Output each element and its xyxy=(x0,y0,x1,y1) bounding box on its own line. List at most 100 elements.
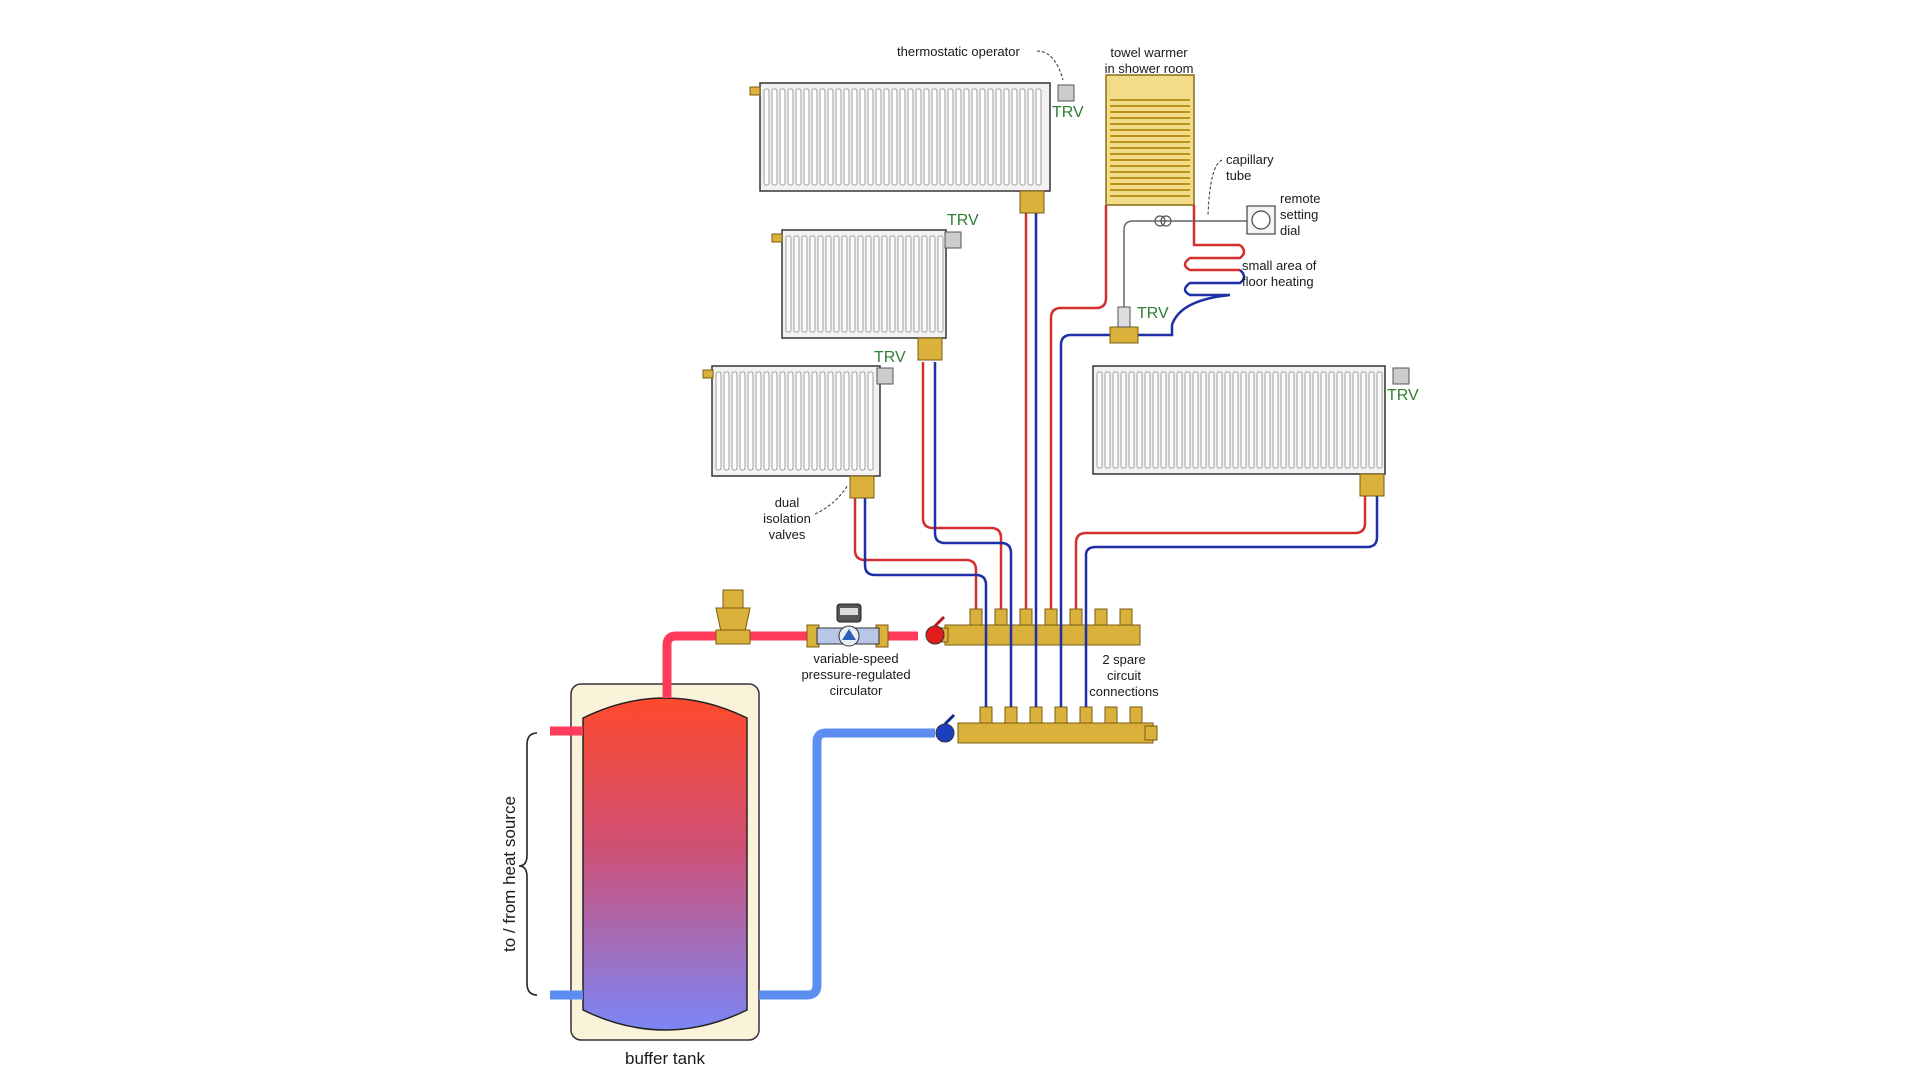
radiator-fin xyxy=(1011,88,1018,186)
radiator-fin xyxy=(921,235,928,333)
heat-source-brace xyxy=(518,732,538,996)
radiator-fin xyxy=(849,235,856,333)
radiator-fin xyxy=(803,371,810,471)
radiator-fin xyxy=(843,88,850,186)
circulator-label-2: pressure-regulated xyxy=(801,667,910,682)
spare-label-1: 2 spare xyxy=(1102,652,1145,667)
supply-pipe-rad4 xyxy=(1074,495,1367,609)
trv-label-rad3: TRV xyxy=(1052,104,1084,121)
radiator-fin xyxy=(835,371,842,471)
radiator-fin xyxy=(1208,371,1215,469)
remote-label-3: dial xyxy=(1280,223,1300,238)
radiator-fin xyxy=(881,235,888,333)
radiator-fin xyxy=(1288,371,1295,469)
radiator-fin xyxy=(1120,371,1127,469)
radiator-fin xyxy=(803,88,810,186)
dual-isolation-leader xyxy=(814,484,849,515)
radiator-fin xyxy=(817,235,824,333)
radiator-fin xyxy=(1352,371,1359,469)
radiator-fin xyxy=(1035,88,1042,186)
floor-heating-label-2: floor heating xyxy=(1242,274,1314,289)
towel-warmer xyxy=(1105,74,1195,206)
radiator-fin xyxy=(811,371,818,471)
dual-isolation-label-1: dual xyxy=(775,495,800,510)
thermostatic-operator-leader xyxy=(1036,50,1064,81)
dual-isolation-label-3: valves xyxy=(769,527,806,542)
radiator-fin xyxy=(747,371,754,471)
radiator-fin xyxy=(875,88,882,186)
radiator-fin xyxy=(1176,371,1183,469)
radiator-fin xyxy=(785,235,792,333)
radiator-fin xyxy=(979,88,986,186)
radiator-fin xyxy=(1240,371,1247,469)
radiator-fin xyxy=(907,88,914,186)
radiator-fin xyxy=(1264,371,1271,469)
supply-pipe-rad1 xyxy=(853,498,978,609)
radiator-fin xyxy=(913,235,920,333)
radiator-fin xyxy=(1144,371,1151,469)
radiator-fin xyxy=(841,235,848,333)
trv-label-rad1: TRV xyxy=(874,349,906,366)
radiator-fin xyxy=(1027,88,1034,186)
radiator-fin xyxy=(1160,371,1167,469)
radiator-fin xyxy=(1296,371,1303,469)
buffer-tank xyxy=(570,683,760,1041)
radiator-fin xyxy=(1376,371,1383,469)
radiator-fin xyxy=(795,371,802,471)
radiator-fin xyxy=(833,235,840,333)
floor-heating-coil-blue xyxy=(1136,269,1246,337)
remote-label-2: setting xyxy=(1280,207,1318,222)
radiator-fin xyxy=(779,371,786,471)
return-manifold xyxy=(957,706,1158,744)
supply-pipe-towel xyxy=(1049,205,1108,609)
radiator-fin xyxy=(939,88,946,186)
trv-label-rad2: TRV xyxy=(947,212,979,229)
radiator-fin xyxy=(1304,371,1311,469)
radiator-fin xyxy=(1184,371,1191,469)
radiator-fin xyxy=(1168,371,1175,469)
return-pipe-rad1 xyxy=(863,498,988,707)
radiator-fin xyxy=(1019,88,1026,186)
supply-header-pipe xyxy=(662,631,918,698)
radiator-fin xyxy=(899,88,906,186)
radiator-fin xyxy=(723,371,730,471)
radiator-fin xyxy=(1328,371,1335,469)
capillary-label-2: tube xyxy=(1226,168,1251,183)
return-pipe-rad4 xyxy=(1084,495,1379,707)
radiator-fin xyxy=(865,235,872,333)
radiator-fin xyxy=(827,371,834,471)
radiator-fin xyxy=(835,88,842,186)
supply-pipe-rad2 xyxy=(921,362,1003,609)
towel-warmer-label-1: towel warmer xyxy=(1110,45,1188,60)
radiator-fin xyxy=(819,88,826,186)
radiator-fin xyxy=(771,371,778,471)
floor-heating-coil-red xyxy=(1183,244,1246,272)
capillary-coil-2 xyxy=(1160,215,1172,227)
radiator-fin xyxy=(787,371,794,471)
radiator-top xyxy=(749,82,1075,214)
radiator-fin xyxy=(731,371,738,471)
radiator-fin xyxy=(825,235,832,333)
radiator-fin xyxy=(867,88,874,186)
radiator-fin xyxy=(889,235,896,333)
radiator-fin xyxy=(811,88,818,186)
radiator-fin xyxy=(897,235,904,333)
radiator-fin xyxy=(883,88,890,186)
radiator-fin xyxy=(1224,371,1231,469)
dual-isolation-label-2: isolation xyxy=(763,511,811,526)
radiator-fin xyxy=(1280,371,1287,469)
zone-trv-valve xyxy=(1109,306,1139,344)
radiator-fin xyxy=(987,88,994,186)
radiator-fin xyxy=(937,235,944,333)
radiator-fin xyxy=(1256,371,1263,469)
capillary-tube xyxy=(1123,220,1247,307)
radiator-fin xyxy=(947,88,954,186)
radiator-fin xyxy=(763,88,770,186)
radiator-fin xyxy=(1312,371,1319,469)
radiator-lower-left xyxy=(702,365,894,499)
radiator-fin xyxy=(971,88,978,186)
heat-source-label: to / from heat source xyxy=(500,796,519,952)
radiator-fin xyxy=(929,235,936,333)
radiator-fin xyxy=(1248,371,1255,469)
